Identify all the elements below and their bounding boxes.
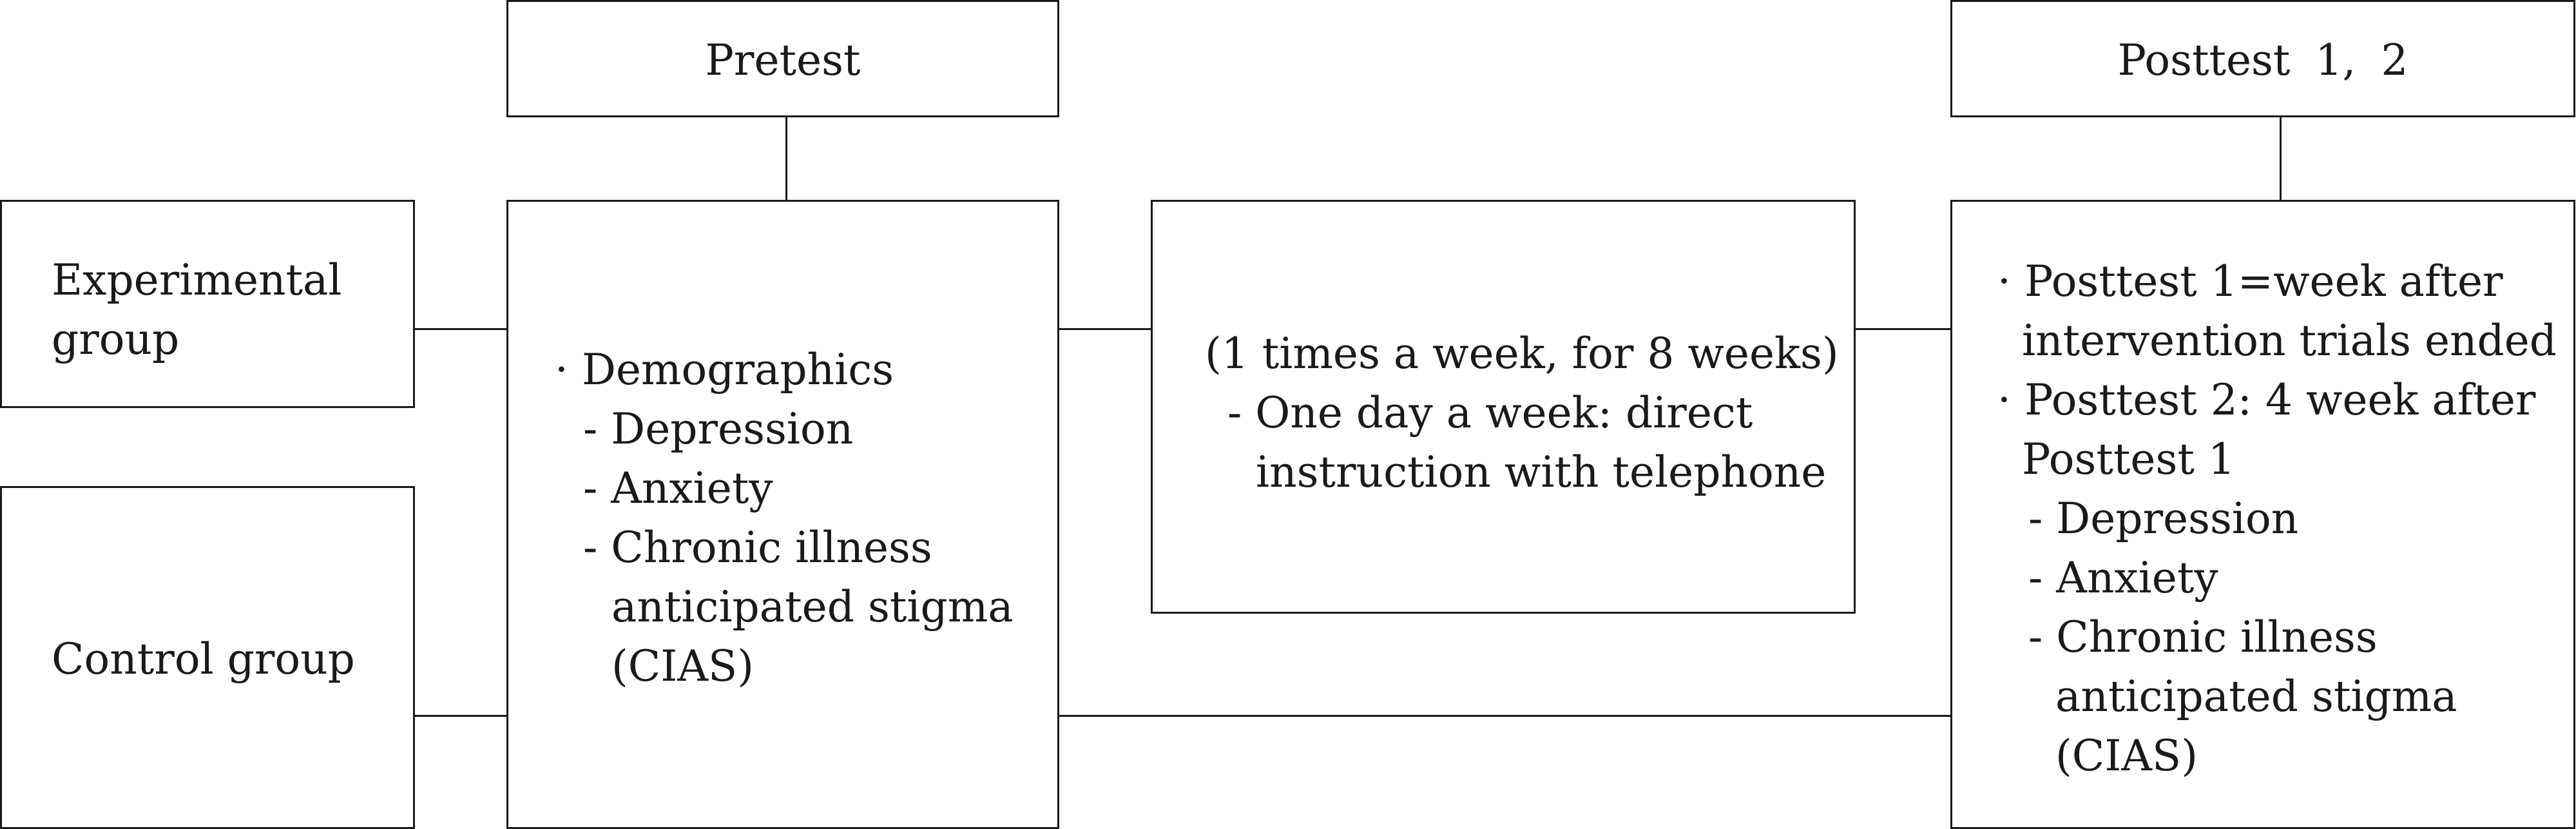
- control-pretest-to-posttest-line: [1057, 715, 1951, 717]
- pretest-measure-anxiety: - Anxiety: [583, 463, 773, 513]
- posttest-header-box: Posttest 1, 2: [1950, 0, 2575, 117]
- experimental-to-pretest-line: [413, 328, 507, 330]
- pretest-measure-cias: (CIAS): [611, 641, 754, 691]
- pretest-measures-box: · Demographics - Depression - Anxiety - …: [506, 200, 1059, 829]
- control-group-label: Control group: [52, 634, 355, 684]
- intervention-box: (1 times a week, for 8 weeks) - One day …: [1151, 200, 1856, 614]
- pretest-header-box: Pretest: [506, 0, 1059, 117]
- intervention-frequency: (1 times a week, for 8 weeks): [1205, 329, 1839, 378]
- posttest-schedule-line2: intervention trials ended: [2022, 316, 2557, 366]
- intervention-detail-line1: - One day a week: direct: [1227, 388, 1753, 438]
- pretest-measure-chronic-illness: - Chronic illness: [583, 523, 932, 572]
- posttest-measure-depression: - Depression: [2028, 494, 2299, 543]
- pretest-demographics: · Demographics: [555, 345, 894, 395]
- posttest-schedule-line4: Posttest 1: [2022, 434, 2235, 484]
- pretest-to-intervention-line: [1057, 328, 1151, 330]
- control-group-box: Control group: [0, 486, 415, 829]
- posttest-measure-anxiety: - Anxiety: [2028, 553, 2218, 603]
- experimental-group-box: Experimental group: [0, 200, 415, 408]
- pretest-connector: [785, 116, 787, 200]
- posttest-schedule-line1: · Posttest 1=week after: [1997, 257, 2503, 306]
- posttest-measure-chronic-illness: - Chronic illness: [2028, 612, 2378, 662]
- experimental-group-label-line1: Experimental: [52, 255, 342, 305]
- posttest-measure-cias: (CIAS): [2055, 731, 2198, 781]
- intervention-detail-line2: instruction with telephone: [1256, 447, 1827, 497]
- experimental-group-label-line2: group: [52, 315, 180, 364]
- posttest-connector: [2280, 116, 2282, 200]
- control-to-pretest-line: [413, 715, 507, 717]
- pretest-header: Pretest: [705, 35, 861, 85]
- posttest-measures-box: · Posttest 1=week after intervention tri…: [1950, 200, 2575, 829]
- intervention-to-posttest-line: [1854, 328, 1951, 330]
- pretest-measure-depression: - Depression: [583, 404, 854, 454]
- posttest-schedule-line3: · Posttest 2: 4 week after: [1997, 375, 2536, 425]
- posttest-header: Posttest 1, 2: [2117, 35, 2408, 85]
- pretest-measure-anticipated-stigma: anticipated stigma: [611, 582, 1014, 632]
- posttest-measure-anticipated-stigma: anticipated stigma: [2055, 672, 2457, 721]
